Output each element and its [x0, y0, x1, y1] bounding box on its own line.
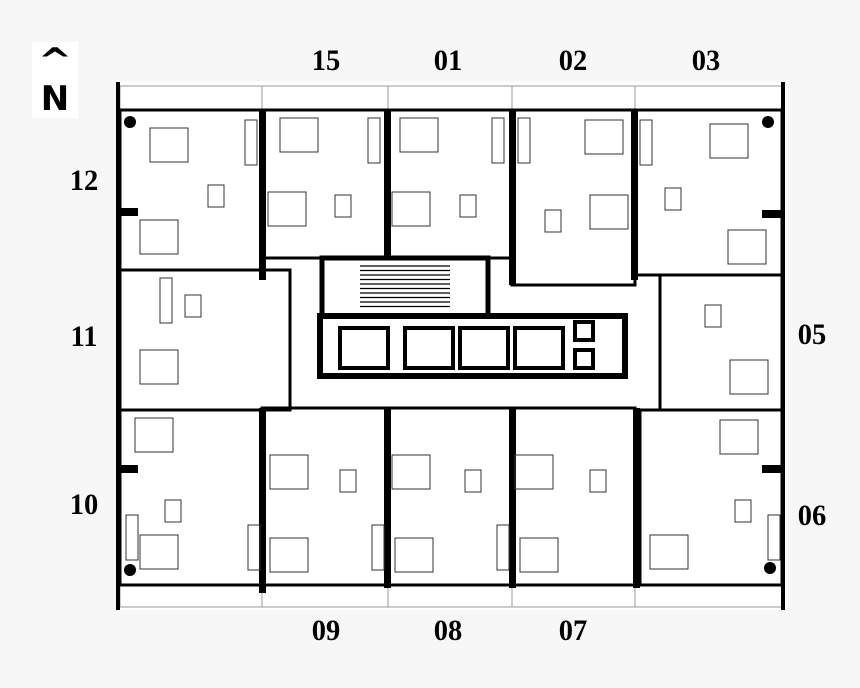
dining-table — [334, 194, 352, 218]
unit-label-01: 01 — [433, 44, 463, 77]
bed — [399, 117, 439, 153]
elevators — [338, 320, 595, 370]
bed — [269, 537, 309, 573]
dining-table — [339, 469, 357, 493]
shaft — [573, 348, 595, 370]
dining-table — [589, 469, 607, 493]
unit-label-07: 07 — [558, 614, 588, 647]
bed — [649, 534, 689, 570]
unit-label-09: 09 — [311, 614, 341, 647]
north-arrow-icon: ^ — [37, 41, 73, 81]
sofa — [371, 524, 385, 571]
dining-table — [164, 499, 182, 523]
bed — [391, 454, 431, 490]
furniture — [125, 117, 781, 573]
bed — [719, 419, 759, 455]
bed — [584, 119, 624, 155]
bed — [149, 127, 189, 163]
unit-label-08: 08 — [433, 614, 463, 647]
bed — [729, 359, 769, 395]
sofa — [159, 277, 173, 324]
dining-table — [464, 469, 482, 493]
dining-table — [544, 209, 562, 233]
dining-table — [664, 187, 682, 211]
dining-table — [459, 194, 477, 218]
bed — [139, 219, 179, 255]
bed — [394, 537, 434, 573]
sofa — [767, 514, 781, 561]
sofa — [639, 119, 653, 166]
bed — [134, 417, 174, 453]
shaft — [573, 320, 595, 342]
elevator-core — [317, 313, 628, 379]
sofa — [367, 117, 381, 164]
sofa — [244, 119, 258, 166]
demising-walls — [116, 82, 785, 610]
dining-table — [704, 304, 722, 328]
dining-table — [207, 184, 225, 208]
bed — [519, 537, 559, 573]
dining-table — [734, 499, 752, 523]
sofa — [491, 117, 505, 164]
unit-label-11: 11 — [70, 320, 98, 353]
sofa — [496, 524, 510, 571]
unit-label-12: 12 — [69, 164, 99, 197]
bed — [139, 349, 179, 385]
unit-label-05: 05 — [797, 318, 827, 351]
bed — [391, 191, 431, 227]
unit-label-03: 03 — [691, 44, 721, 77]
unit-label-02: 02 — [558, 44, 588, 77]
north-letter: N — [40, 79, 70, 119]
north-arrow: ^ N — [32, 42, 78, 118]
stairs — [360, 265, 450, 308]
unit-label-06: 06 — [797, 499, 827, 532]
elevator-shaft — [458, 326, 510, 370]
bed — [589, 194, 629, 230]
bed — [279, 117, 319, 153]
bed — [139, 534, 179, 570]
unit-label-15: 15 — [311, 44, 341, 77]
sofa — [125, 514, 139, 561]
bed — [709, 123, 749, 159]
elevator-shaft — [513, 326, 565, 370]
sofa — [517, 117, 531, 164]
bed — [269, 454, 309, 490]
bed — [514, 454, 554, 490]
elevator-shaft — [403, 326, 455, 370]
bed — [727, 229, 767, 265]
building-core — [317, 255, 628, 379]
balconies — [119, 85, 783, 608]
unit-label-10: 10 — [69, 488, 99, 521]
sofa — [247, 524, 261, 571]
bed — [267, 191, 307, 227]
dining-table — [184, 294, 202, 318]
elevator-shaft — [338, 326, 390, 370]
